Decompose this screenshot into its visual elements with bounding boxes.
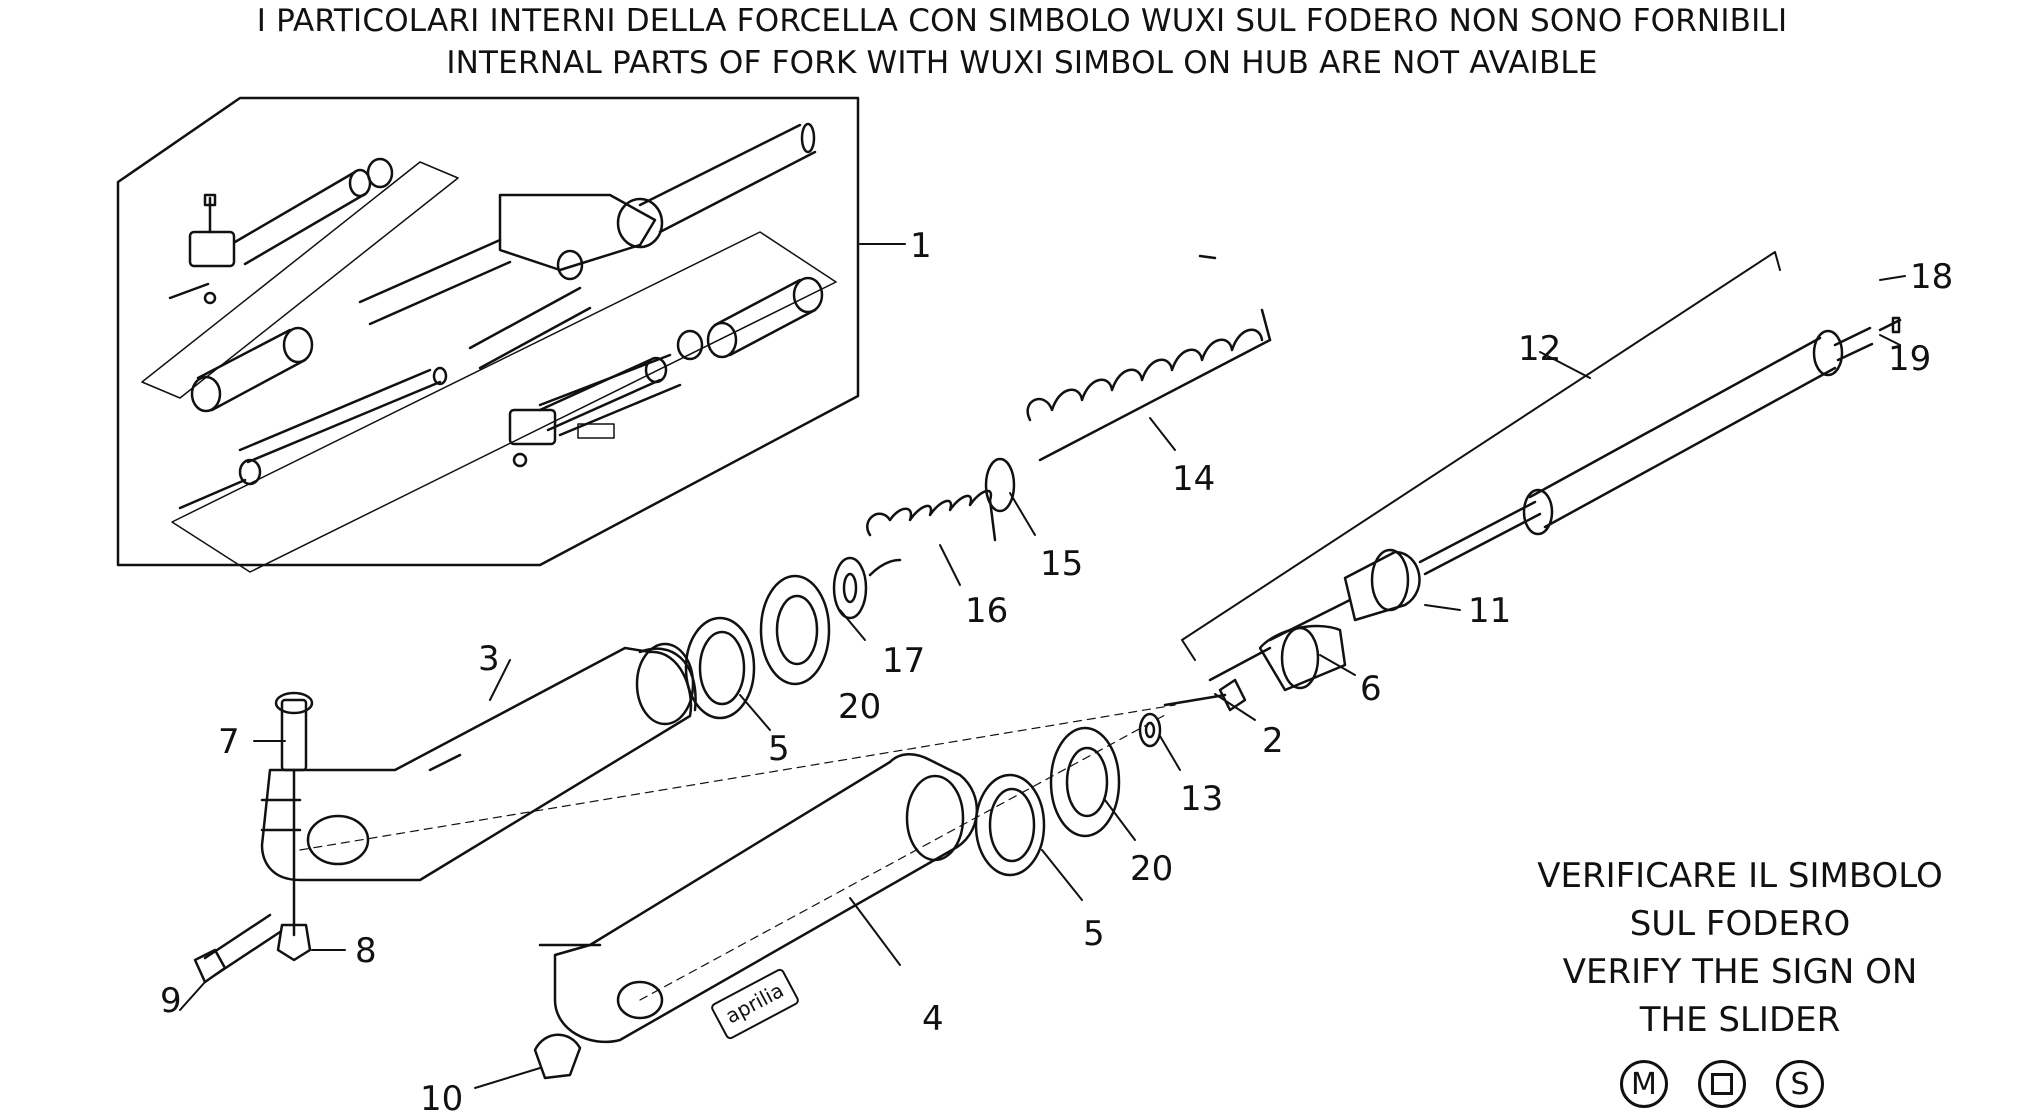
callout-20a: 20 [838, 687, 881, 727]
slider-sign-symbols: M S [1620, 1060, 1824, 1108]
callout-2: 2 [1262, 721, 1284, 761]
fork-assembly-kit-box [116, 96, 860, 573]
callout-8: 8 [355, 931, 377, 971]
note-line-2: SUL FODERO [1629, 904, 1851, 944]
callout-5a: 5 [768, 729, 790, 769]
clamp-bolt-assembly [193, 691, 314, 984]
sign-s-icon: S [1776, 1060, 1824, 1108]
assembly-axis-lines [299, 704, 1176, 1001]
sign-s-letter: S [1790, 1066, 1810, 1102]
callout-13: 13 [1180, 779, 1223, 819]
sign-m-letter: M [1631, 1066, 1657, 1102]
seals-and-bushings [684, 556, 1162, 877]
callout-15: 15 [1040, 544, 1083, 584]
callout-7: 7 [218, 722, 240, 762]
callout-numbers: 1 2 3 4 5 5 6 7 8 9 10 11 12 13 14 15 16… [160, 226, 1953, 1112]
fork-slider-left [260, 642, 697, 882]
callout-5b: 5 [1083, 914, 1105, 954]
note-line-3: VERIFY THE SIGN ON [1562, 952, 1918, 992]
callout-4: 4 [922, 999, 944, 1039]
callout-10: 10 [420, 1079, 463, 1112]
callout-18: 18 [1910, 257, 1953, 297]
callout-19: 19 [1888, 339, 1931, 379]
callout-3: 3 [478, 639, 500, 679]
callout-14: 14 [1172, 459, 1215, 499]
note-line-1: VERIFICARE IL SIMBOLO [1537, 856, 1943, 896]
cap-nut [533, 1033, 582, 1080]
sign-square-icon [1698, 1060, 1746, 1108]
callout-12: 12 [1518, 329, 1561, 369]
square-glyph [1711, 1073, 1733, 1095]
callout-leader-lines [179, 243, 1906, 1089]
sign-m-icon: M [1620, 1060, 1668, 1108]
callout-1: 1 [910, 226, 932, 266]
diagram-header: I PARTICOLARI INTERNI DELLA FORCELLA CON… [0, 0, 2044, 84]
brand-label: aprilia [721, 978, 787, 1028]
fork-springs [866, 308, 1272, 577]
callout-20b: 20 [1130, 849, 1173, 889]
callout-9: 9 [160, 981, 182, 1021]
callout-17: 17 [882, 641, 925, 681]
slider-sign-note: VERIFICARE IL SIMBOLO SUL FODERO VERIFY … [1440, 852, 2040, 1044]
callout-6: 6 [1360, 669, 1382, 709]
damper-rod-assembly [1163, 251, 1902, 712]
callout-16: 16 [965, 591, 1008, 631]
callout-11: 11 [1468, 591, 1511, 631]
header-line-italian: I PARTICOLARI INTERNI DELLA FORCELLA CON… [256, 3, 1788, 39]
header-line-english: INTERNAL PARTS OF FORK WITH WUXI SIMBOL … [446, 45, 1598, 81]
note-line-4: THE SLIDER [1639, 1000, 1841, 1040]
